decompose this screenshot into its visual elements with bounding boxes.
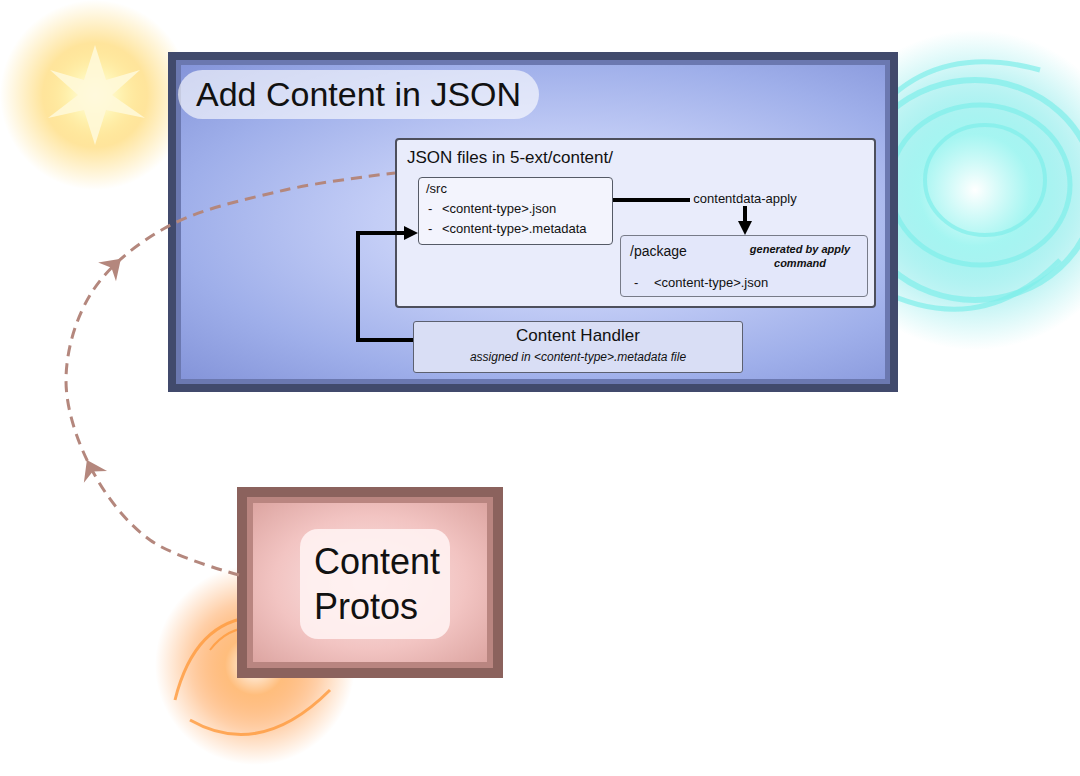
text-holder: <content-type>.metadata [442, 221, 587, 236]
protos-title: Content Protos [300, 529, 450, 639]
text-holder: Content Protos [300, 529, 450, 639]
folder-name: /package [630, 243, 687, 259]
list-dash: - [634, 275, 638, 290]
handler-title: Content Handler [414, 326, 742, 346]
text-holder: - [428, 201, 432, 216]
text-holder: Add Content in JSON [178, 70, 539, 119]
file-name: <content-type>.json [442, 201, 556, 216]
note-text: generated by apply command [740, 242, 860, 271]
text-holder: /package [630, 243, 687, 259]
connector-group [66, 173, 395, 575]
dashed-connector [66, 173, 395, 575]
label-holder: contentdata-apply [690, 191, 799, 206]
arrow-head [98, 249, 130, 281]
text-holder: <content-type>.json [654, 275, 768, 290]
frame-panel: Add Content in JSON JSON files in 5-ext/c… [168, 52, 898, 392]
protos-box: Content Protos [237, 487, 503, 678]
folder-name: /src [426, 181, 447, 196]
file-name: <content-type>.metadata [442, 221, 587, 236]
text-holder: JSON files in 5-ext/content/ [407, 148, 613, 168]
text-holder: assigned in <content-type>.metadata file [414, 350, 742, 364]
handler-box: Content Handler assigned in <content-type… [413, 321, 743, 373]
panel-title: Add Content in JSON [178, 70, 539, 119]
text-holder: generated by apply command [740, 242, 860, 271]
handler-note: assigned in <content-type>.metadata file [414, 350, 742, 364]
text-holder: - [634, 275, 638, 290]
list-dash: - [428, 221, 432, 236]
src-box: /src -<content-type>.json-<content-type>.… [418, 177, 613, 245]
arrow-head [75, 454, 107, 483]
list-dash: - [428, 201, 432, 216]
folder-box: JSON files in 5-ext/content//src-<conten… [395, 138, 876, 308]
text-holder: - [428, 221, 432, 236]
file-name: <content-type>.json [654, 275, 768, 290]
edge-label: contentdata-apply [690, 191, 799, 206]
text-holder: /src [426, 181, 447, 196]
connector-line [358, 233, 413, 340]
text-holder: Content Handler [414, 326, 742, 346]
folder-title: JSON files in 5-ext/content/ [407, 148, 613, 168]
yellow-star [48, 45, 145, 145]
connector-group [358, 233, 413, 340]
yellow-glow [0, 0, 190, 190]
package-box: /package generated by apply command - <cont… [620, 235, 868, 297]
text-holder: <content-type>.json [442, 201, 556, 216]
